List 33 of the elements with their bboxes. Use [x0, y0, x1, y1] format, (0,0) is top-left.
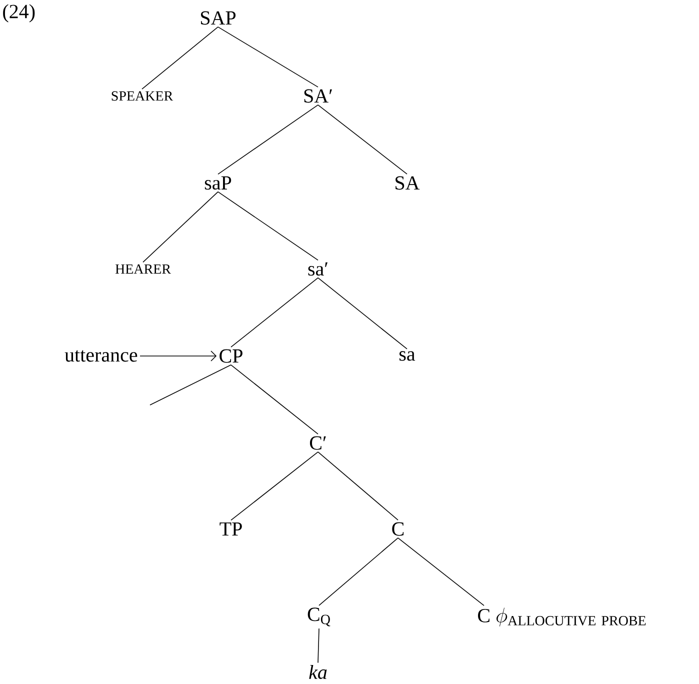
- tree-label: saP: [204, 176, 232, 190]
- tree-branch: [150, 364, 232, 406]
- tree-label: C′: [310, 436, 326, 450]
- tree-label: C: [392, 522, 404, 536]
- tree-branch: [218, 104, 318, 175]
- tree-label: HEARER: [115, 264, 171, 274]
- tree-branch: [142, 26, 218, 90]
- tree-label: SA′: [304, 89, 332, 103]
- arrow: [140, 350, 217, 362]
- tree-branch: [230, 452, 318, 521]
- tree-branch: [218, 191, 318, 261]
- tree-branch: [398, 538, 484, 606]
- tree-label: CP: [220, 349, 242, 363]
- tree-label: TP: [220, 522, 242, 536]
- tree-branch: [318, 452, 398, 520]
- tree-branch: [230, 364, 318, 434]
- tree-label: $\mathrm{C}\ \phi_{\mathrm{ALLOCUTIVE\ PROBE}}$: [478, 608, 646, 626]
- tree-branch: [218, 26, 318, 88]
- tree-label: sa: [400, 351, 416, 361]
- annotation-text: utterance: [64, 350, 138, 362]
- tree-branch: [318, 104, 408, 174]
- tree-label: SA: [396, 176, 420, 190]
- tree-branch: [142, 191, 218, 263]
- tree-branch: [318, 538, 398, 606]
- tree-label: ka: [309, 664, 327, 680]
- tree-branch: [230, 277, 318, 348]
- tree-label: C$_{Q}$: [308, 608, 330, 626]
- tree-branch: [318, 628, 320, 664]
- tree-label: SPEAKER: [112, 91, 174, 101]
- tree-branch: [318, 277, 408, 350]
- tree-label: sa′: [308, 262, 328, 276]
- tree-label: SAP: [201, 11, 236, 25]
- example-number: (24): [3, 4, 35, 22]
